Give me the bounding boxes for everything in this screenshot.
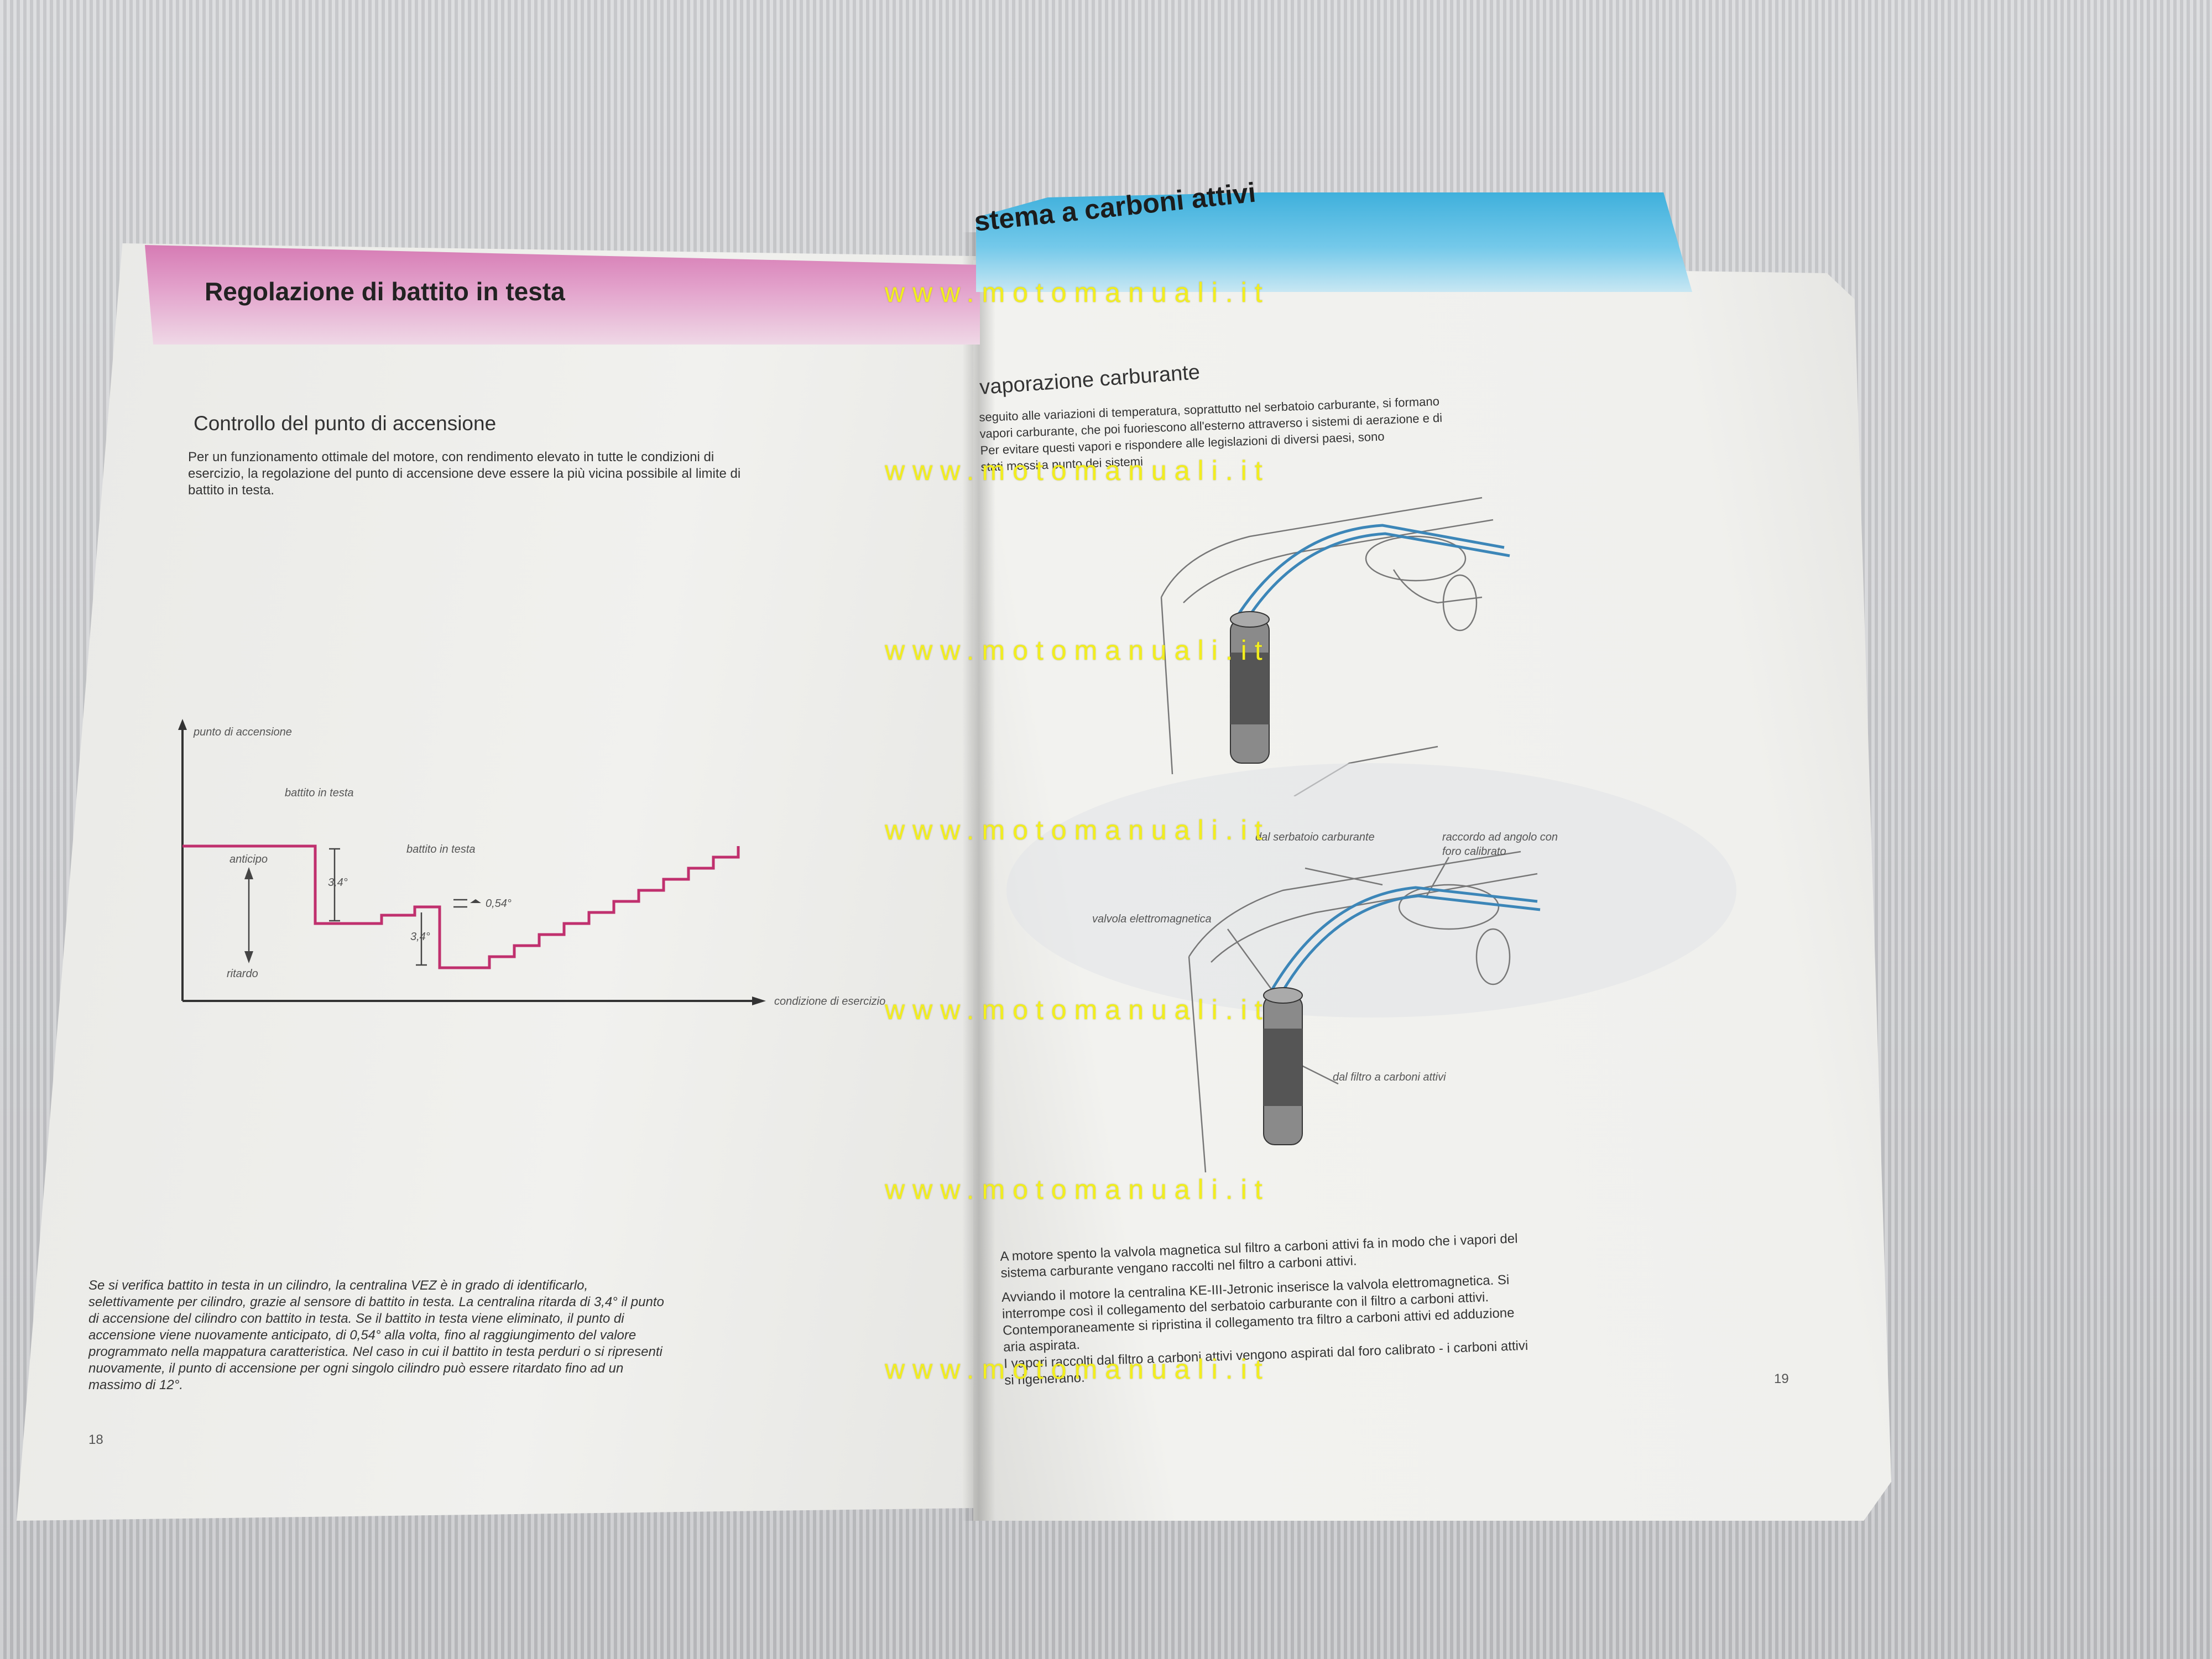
background-shading [1006, 763, 1736, 1018]
retard-step-label: 3,4° [328, 877, 348, 889]
fuel-vapor-illustration-bottom: dal serbatoio carburante raccordo ad ang… [1006, 763, 1736, 1173]
left-body-line: di accensione del cilindro con battito i… [88, 1311, 624, 1326]
label-solenoid-valve: valvola elettromagnetica [1092, 913, 1212, 925]
retard-step-label-2: 3,4° [410, 931, 430, 943]
label-from-tank: dal serbatoio carburante [1255, 831, 1375, 843]
left-body-line: accensione viene nuovamente anticipato, … [88, 1328, 637, 1343]
car-body-outline [1188, 851, 1521, 957]
left-intro-line: Per un funzionamento ottimale del motore… [188, 450, 714, 465]
x-axis-label: condizione di esercizio [774, 995, 885, 1008]
knock-label-2: battito in testa [406, 843, 476, 855]
knock-control-diagram: punto di accensione condizione di eserci… [178, 719, 885, 1008]
left-page [17, 243, 979, 1521]
left-intro: Per un funzionamento ottimale del motore… [188, 449, 852, 499]
y-axis-arrow [178, 719, 187, 730]
watermark-text: www.motomanuali.it [885, 1174, 1270, 1205]
charcoal-canister [1230, 611, 1270, 764]
x-axis-arrow [752, 997, 766, 1005]
knock-label-1: battito in testa [285, 787, 354, 799]
left-body-line: selettivamente per cilindro, grazie al s… [88, 1295, 664, 1310]
left-page-number: 18 [88, 1432, 103, 1447]
fuel-vapor-illustration-top [1160, 497, 1510, 796]
left-body-line: Se si verifica battito in testa in un ci… [88, 1278, 588, 1293]
fuel-vapor-line [1279, 894, 1541, 997]
watermark-text: www.motomanuali.it [885, 815, 1270, 846]
left-body-line: programmato nella mappatura caratteristi… [88, 1344, 662, 1359]
fuel-vapor-line [1245, 532, 1510, 620]
left-header-title: Regolazione di battito in testa [205, 277, 565, 306]
fuel-vapor-line [1270, 886, 1538, 991]
booklet-spine [962, 232, 995, 1521]
right-page-number: 19 [1774, 1371, 1789, 1386]
arrow-up [244, 867, 253, 879]
label-from-filter: dal filtro a carboni attivi [1333, 1071, 1446, 1083]
car-body-outline [1160, 597, 1173, 775]
watermark-text: www.motomanuali.it [885, 455, 1270, 486]
valve-leader-line [1227, 928, 1273, 990]
ignition-timing-line [182, 844, 740, 969]
left-header-band [145, 245, 980, 345]
arrow-left [470, 899, 481, 903]
component-outline [1475, 928, 1511, 985]
label-restrictor: foro calibrato [1442, 846, 1506, 858]
advance-step-label: 0,54° [486, 898, 512, 910]
canister-top [1365, 535, 1467, 582]
left-body-line: nuovamente, il punto di accensione per o… [88, 1361, 624, 1376]
canister-top [1398, 884, 1500, 930]
label-angle-fitting: raccordo ad angolo con [1442, 831, 1558, 843]
left-section-title: Controllo del punto di accensione [194, 412, 497, 435]
retard-label: ritardo [227, 968, 258, 980]
arrow-down [244, 951, 253, 963]
car-body-outline [1160, 497, 1483, 598]
car-body-outline [1211, 873, 1538, 963]
component-outline [1442, 574, 1478, 632]
left-intro-line: battito in testa. [188, 483, 275, 498]
watermark-text: www.motomanuali.it [885, 277, 1270, 308]
watermark-text: www.motomanuali.it [885, 994, 1270, 1025]
left-intro-line: esercizio, la regolazione del punto di a… [188, 466, 741, 481]
car-body-outline [1183, 519, 1494, 603]
car-body-outline [1188, 956, 1207, 1173]
right-header-band [976, 192, 1692, 292]
y-axis-label: punto di accensione [193, 726, 292, 738]
fuel-vapor-line [1237, 524, 1505, 615]
charcoal-canister [1263, 987, 1303, 1145]
tank-leader-line [1305, 867, 1383, 886]
left-body-line: massimo di 12°. [88, 1378, 183, 1392]
left-body: Se si verifica battito in testa in un ci… [88, 1277, 890, 1394]
component-outline [1392, 569, 1483, 604]
advance-label: anticipo [229, 853, 268, 865]
watermark-text: www.motomanuali.it [885, 1354, 1270, 1385]
watermark-text: www.motomanuali.it [885, 635, 1270, 666]
